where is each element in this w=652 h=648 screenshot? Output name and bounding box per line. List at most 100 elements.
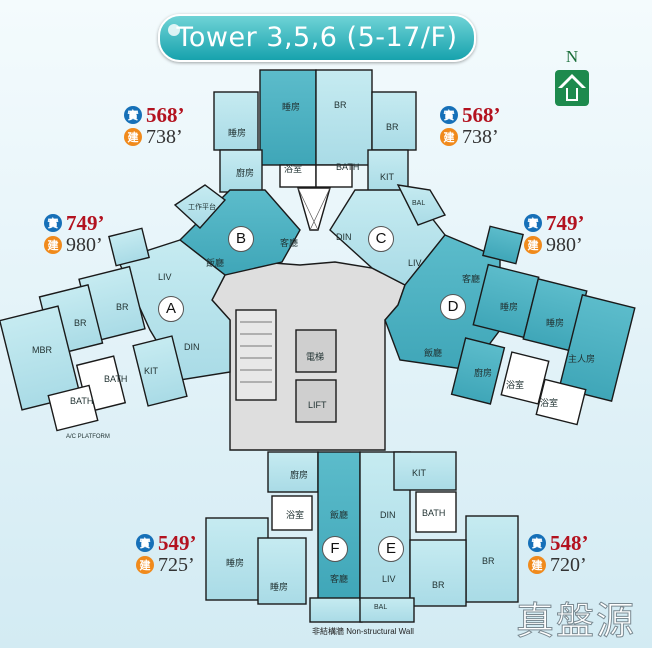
room-f-dining: 飯廳 <box>330 510 349 520</box>
saleable-badge: 實 <box>528 534 546 552</box>
room-e-bedroom2: BR <box>432 580 445 590</box>
unit-c-bath <box>315 164 353 188</box>
saleable-badge: 實 <box>44 214 62 232</box>
room-b-bedroom: 睡房 <box>228 128 247 138</box>
unit-e-bath <box>415 491 457 533</box>
unit-f-bedroom2 <box>257 537 307 605</box>
tower-title: Tower 3,5,6 (5-17/F) <box>158 14 476 62</box>
gross-badge: 建 <box>44 236 62 254</box>
room-b-living: 客廳 <box>280 238 299 248</box>
north-indicator: N <box>552 48 592 118</box>
room-d-kitchen: 廚房 <box>474 368 493 378</box>
unit-b-balcony <box>173 184 227 229</box>
unit-e-saleable: 548’ <box>550 530 589 555</box>
room-e-kitchen: KIT <box>412 468 427 478</box>
unit-d-master <box>558 294 636 402</box>
unit-e-marker[interactable]: E <box>378 536 404 562</box>
room-c-kitchen: KIT <box>380 172 395 182</box>
unit-e-kitchen <box>393 451 457 491</box>
room-e-bedroom1: BR <box>482 556 495 566</box>
gross-badge: 建 <box>528 556 546 574</box>
saleable-badge: 實 <box>136 534 154 552</box>
unit-f-kitchen <box>267 451 319 493</box>
north-arrow-icon <box>555 70 589 106</box>
room-e-bath: BATH <box>422 508 446 518</box>
unit-d-utility <box>482 225 524 265</box>
unit-a-utility <box>108 227 150 267</box>
unit-d-marker[interactable]: D <box>440 294 466 320</box>
gross-badge: 建 <box>124 128 142 146</box>
unit-b-bedroom <box>213 91 259 151</box>
unit-b-saleable: 568’ <box>146 102 185 127</box>
room-d-bath1: 浴室 <box>506 380 525 390</box>
room-c-balcony: BAL <box>412 200 426 207</box>
room-a-dining: DIN <box>184 342 200 352</box>
room-e-living: LIV <box>382 574 396 584</box>
staircase <box>235 309 277 401</box>
room-b-dining: 飯廳 <box>206 258 225 268</box>
light-well <box>297 187 331 231</box>
lift-2-label: LIFT <box>308 400 327 410</box>
unit-c-balcony <box>396 184 447 226</box>
unit-d-bath2 <box>535 378 587 426</box>
room-a-bedroom2: BR <box>74 318 87 328</box>
room-b-balcony: 工作平台 <box>188 204 216 211</box>
room-a-ac-platform: A/C PLATFORM <box>66 434 110 440</box>
unit-e-bedroom1 <box>465 515 519 603</box>
tower-title-text: Tower 3,5,6 (5-17/F) <box>176 22 458 53</box>
room-a-kitchen: KIT <box>144 366 159 376</box>
unit-f-balcony <box>309 597 363 623</box>
unit-e-bedroom2 <box>409 539 467 607</box>
room-d-master: 主人房 <box>568 354 596 364</box>
lift-1 <box>295 329 337 373</box>
saleable-badge: 實 <box>124 106 142 124</box>
unit-c-bedroom <box>371 91 417 151</box>
unit-b-marker[interactable]: B <box>228 226 254 252</box>
unit-e-balcony <box>359 597 415 623</box>
room-c-bath: BATH <box>336 162 360 172</box>
unit-a-marker[interactable]: A <box>158 296 184 322</box>
unit-c-saleable: 568’ <box>462 102 501 127</box>
room-a-living: LIV <box>158 272 172 282</box>
unit-f-saleable: 549’ <box>158 530 197 555</box>
room-a-bath1: BATH <box>104 374 128 384</box>
watermark: 真盤源 <box>515 599 637 644</box>
unit-b-master <box>259 69 317 166</box>
saleable-badge: 實 <box>440 106 458 124</box>
room-f-bedroom2: 睡房 <box>270 582 289 592</box>
room-f-bath: 浴室 <box>286 510 305 520</box>
unit-c-marker[interactable]: C <box>368 226 394 252</box>
room-d-bath2: 浴室 <box>540 398 559 408</box>
unit-f-living <box>317 451 361 601</box>
room-d-living: 客廳 <box>462 274 481 284</box>
gross-badge: 建 <box>136 556 154 574</box>
gross-badge: 建 <box>524 236 542 254</box>
unit-f-marker[interactable]: F <box>322 536 348 562</box>
room-f-living: 客廳 <box>330 574 349 584</box>
unit-a-gross: 980’ <box>66 233 103 256</box>
unit-d-gross: 980’ <box>546 233 583 256</box>
unit-d-kitchen <box>450 337 506 405</box>
room-a-bath2: BATH <box>70 396 94 406</box>
room-c-living: LIV <box>408 258 422 268</box>
room-c-bedroom: BR <box>386 122 399 132</box>
room-f-kitchen: 廚房 <box>290 470 309 480</box>
lift-2 <box>295 379 337 423</box>
unit-d-saleable: 749’ <box>546 210 585 235</box>
room-b-master: 睡房 <box>282 102 301 112</box>
title-highlight-dot <box>168 24 180 36</box>
unit-d-bath1 <box>500 351 550 405</box>
unit-c-gross: 738’ <box>462 125 499 148</box>
room-d-bedroom1: 睡房 <box>500 302 519 312</box>
room-c-dining: DIN <box>336 232 352 242</box>
room-a-master: MBR <box>32 345 52 355</box>
non-structural-wall-note: 非結構牆 Non-structural Wall <box>312 627 414 636</box>
saleable-badge: 實 <box>524 214 542 232</box>
